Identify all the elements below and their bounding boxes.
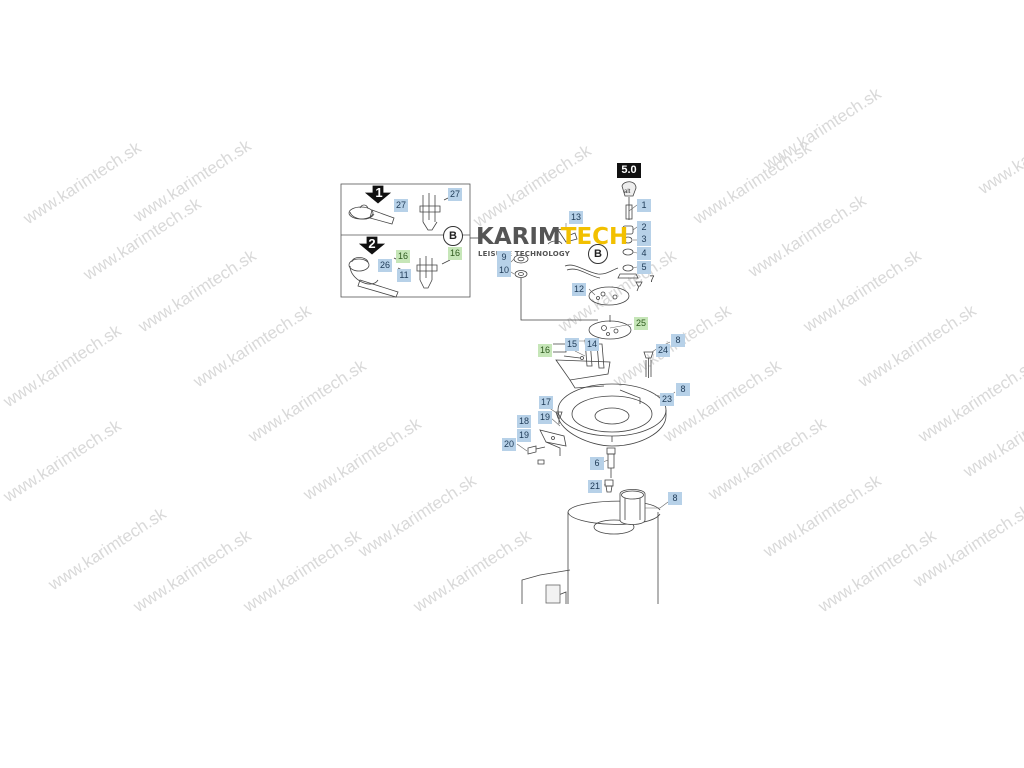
part-label: 19 <box>538 411 553 424</box>
part-label: 11 <box>397 269 411 282</box>
part-label: 24 <box>656 344 671 357</box>
part-label: 21 <box>588 480 603 493</box>
part-label: 1 <box>637 199 651 212</box>
electrode-holder <box>553 339 611 389</box>
step-number-2: 2 <box>368 236 376 251</box>
step-number-1: 1 <box>375 185 383 200</box>
logo-tagline: LEISURE TECHNOLOGY <box>478 250 570 258</box>
part-label: 17 <box>539 396 554 409</box>
part-label: 25 <box>634 317 649 330</box>
logo-name-part2: TECH <box>560 224 629 250</box>
burner-ring <box>557 383 675 447</box>
part-label: 3 <box>637 233 651 246</box>
part-label: 8 <box>676 383 690 396</box>
part-label: 27 <box>394 199 409 212</box>
screw-24 <box>643 351 654 378</box>
inset-detail-marker: B <box>443 226 463 246</box>
version-badge: 5.0 <box>617 163 641 178</box>
svg-text:alt: alt <box>624 189 631 195</box>
part-label: 8 <box>668 492 682 505</box>
inset-panel <box>340 183 484 298</box>
part-label: 14 <box>585 338 600 351</box>
part-label: 12 <box>572 283 587 296</box>
part-label: 5 <box>637 261 651 274</box>
part-label: 19 <box>517 429 532 442</box>
karimtech-logo: KARIMTECH <box>476 226 628 249</box>
part-label: 15 <box>565 338 580 351</box>
mounting-bracket <box>527 411 567 465</box>
part-label: 4 <box>637 247 651 260</box>
part-label: 16 <box>538 344 553 357</box>
thermocouple-6 <box>604 447 616 493</box>
part-label: 27 <box>448 188 463 201</box>
part-label: 16 <box>396 250 411 263</box>
part-label: 23 <box>660 393 675 406</box>
part-label: 20 <box>502 438 517 451</box>
part-label: 2 <box>637 221 651 234</box>
part-label: 8 <box>671 334 685 347</box>
logo-name-part1: KARIM <box>476 224 561 250</box>
part-label: 9 <box>497 251 511 264</box>
part-label: 10 <box>497 264 512 277</box>
part-label: 13 <box>569 211 584 224</box>
part-label: 26 <box>378 259 393 272</box>
detail-marker-b: B <box>588 244 608 264</box>
part-label: 6 <box>590 457 604 470</box>
lower-housing <box>521 489 661 604</box>
burner-upper-parts: alt <box>513 181 643 340</box>
part-label: 16 <box>448 247 463 260</box>
part-label: 7 <box>649 274 655 284</box>
part-label: 18 <box>517 415 532 428</box>
